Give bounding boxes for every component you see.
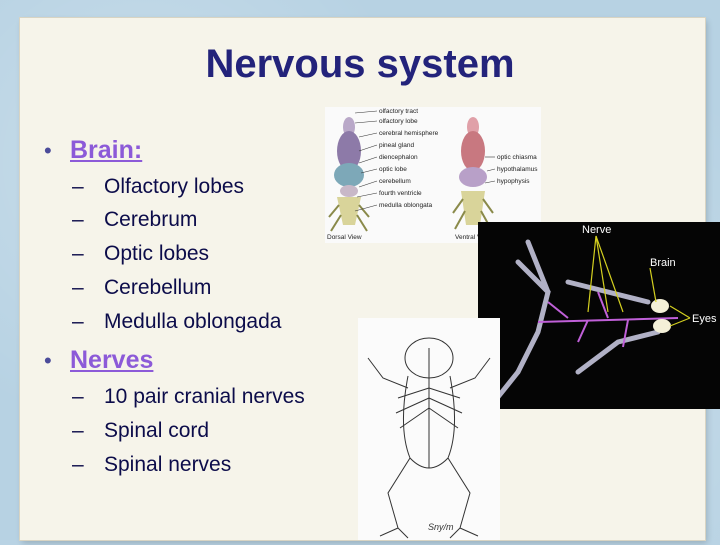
brain-label: medulla oblongata [379, 202, 433, 209]
dorsal-brain-drawing [328, 117, 370, 232]
sub-item-text: 10 pair cranial nerves [104, 385, 305, 408]
brain-label: fourth ventricle [379, 190, 422, 197]
ventral-brain-drawing [452, 117, 494, 230]
frog-brain-diagram: olfactory tract olfactory lobe cerebral … [325, 107, 541, 243]
frog-nervous-drawing: Sny/m [358, 318, 500, 540]
ventral-view-label: Ventral View [455, 234, 491, 241]
sub-item: –Optic lobes [72, 242, 210, 265]
sub-item: –10 pair cranial nerves [72, 385, 305, 408]
frog-xray-image: Nerve Brain Eyes [478, 222, 720, 409]
brain-label: pineal gland [379, 142, 414, 149]
sub-item-text: Olfactory lobes [104, 175, 245, 198]
sub-item: –Olfactory lobes [72, 175, 245, 198]
xray-label-nerve: Nerve [582, 224, 611, 236]
sub-item-text: Cerebrum [104, 208, 198, 231]
bullet-nerves: • Nerves [44, 346, 153, 375]
sub-item-text: Spinal cord [104, 419, 210, 442]
bullet-brain: • Brain: [44, 136, 142, 165]
brain-label: diencephalon [379, 154, 418, 161]
brain-label: cerebral hemisphere [379, 130, 439, 137]
brain-label: cerebellum [379, 178, 411, 185]
bullet-brain-label: Brain: [70, 136, 143, 164]
sub-item: –Spinal nerves [72, 453, 232, 476]
xray-label-brain: Brain [650, 257, 676, 269]
slide-title: Nervous system [205, 42, 515, 86]
bullet-dot: • [44, 348, 52, 373]
sub-item: –Cerebrum [72, 208, 198, 231]
sub-item: –Medulla oblongada [72, 310, 282, 333]
sub-item-text: Optic lobes [104, 242, 210, 265]
brain-label: optic lobe [379, 166, 407, 173]
brain-label: hypophysis [497, 178, 530, 185]
sub-item: –Spinal cord [72, 419, 210, 442]
xray-label-eyes: Eyes [692, 313, 717, 325]
bullet-nerves-label: Nerves [70, 346, 154, 374]
brain-label: hypothalamus [497, 166, 538, 173]
sub-item-text: Spinal nerves [104, 453, 232, 476]
brain-label: olfactory tract [379, 108, 418, 115]
bullet-dot: • [44, 138, 52, 163]
frog-drawing-signature: Sny/m [428, 522, 454, 532]
sub-item-text: Medulla oblongada [104, 310, 282, 333]
sub-item-text: Cerebellum [104, 276, 212, 299]
dorsal-view-label: Dorsal View [327, 234, 362, 241]
sub-item: –Cerebellum [72, 276, 212, 299]
brain-label: olfactory lobe [379, 118, 418, 125]
brain-label: optic chiasma [497, 154, 537, 161]
